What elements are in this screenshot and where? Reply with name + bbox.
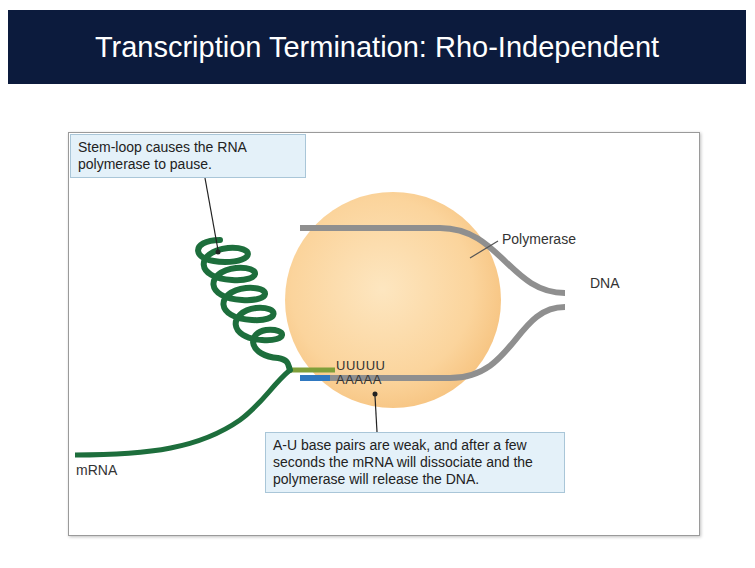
dna-strand-inside bbox=[300, 307, 565, 378]
callout-text: Stem-loop causes the RNA polymerase to p… bbox=[78, 139, 298, 173]
dna-strand bbox=[165, 225, 300, 231]
dna-strand bbox=[300, 375, 330, 381]
dna-strand bbox=[560, 304, 665, 310]
part-label: DNA bbox=[590, 275, 620, 291]
mrna-strand bbox=[75, 370, 290, 455]
callout-box: A-U base pairs are weak, and after a few… bbox=[265, 432, 565, 493]
leader-line bbox=[205, 178, 218, 250]
mrna-uracil-tract bbox=[290, 368, 335, 373]
title-text: Transcription Termination: Rho-Independe… bbox=[8, 10, 746, 84]
part-label: Polymerase bbox=[502, 231, 576, 247]
callout-text: A-U base pairs are weak, and after a few… bbox=[273, 437, 557, 488]
leader-dot bbox=[216, 250, 221, 255]
callout-box: Stem-loop causes the RNA polymerase to p… bbox=[70, 134, 306, 178]
leader-dot bbox=[373, 392, 378, 397]
stem-loop bbox=[198, 240, 290, 370]
leader-line bbox=[375, 396, 377, 432]
leader-line bbox=[470, 241, 498, 258]
base-sequence: AAAAA bbox=[336, 372, 382, 387]
part-label: mRNA bbox=[76, 462, 117, 478]
base-sequence: UUUUU bbox=[336, 358, 385, 373]
